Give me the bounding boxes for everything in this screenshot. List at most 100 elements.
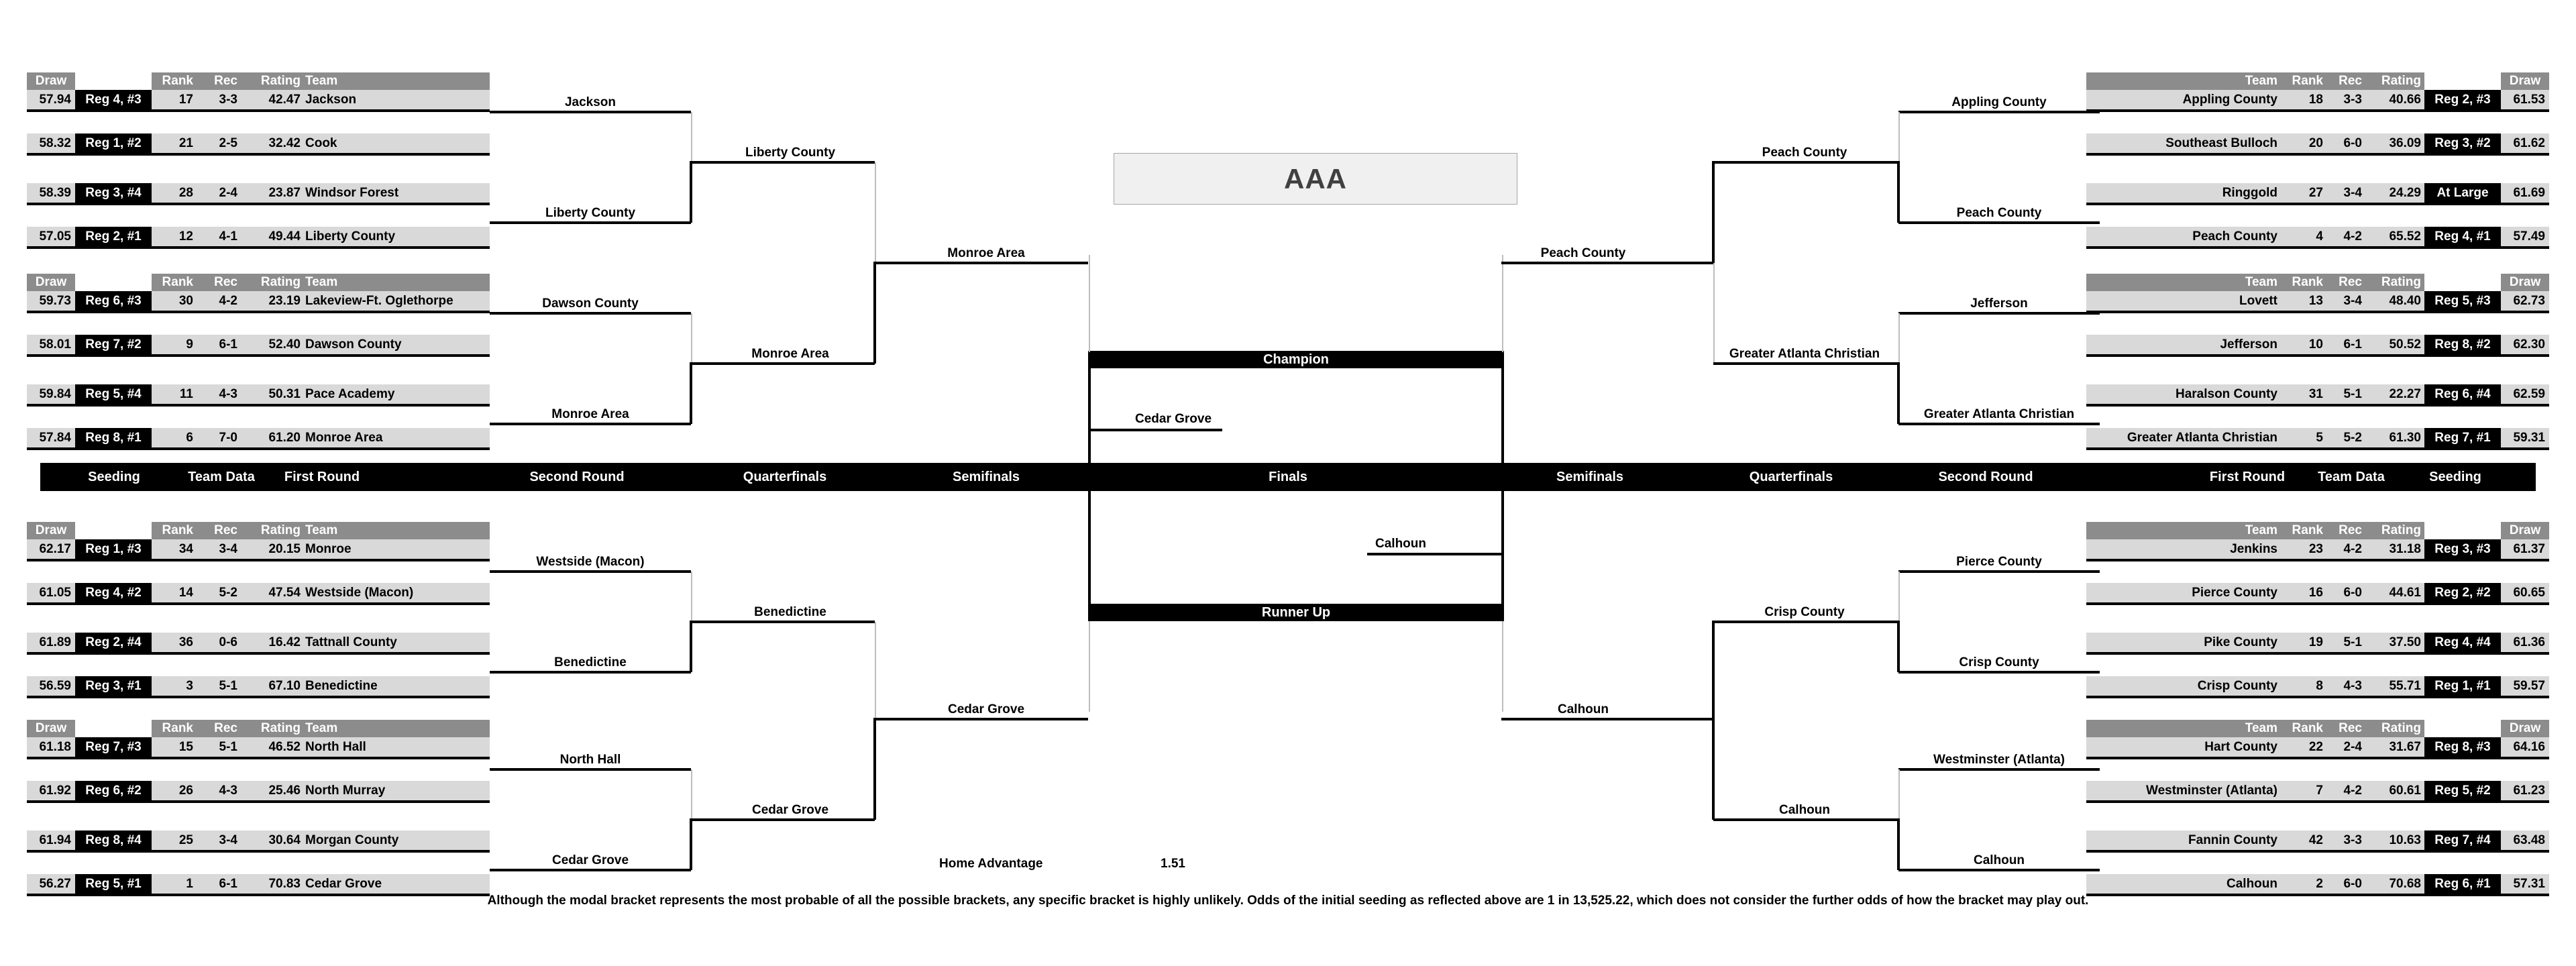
cell-rating: 31.18 bbox=[2389, 541, 2421, 556]
cell-rank: 31 bbox=[2308, 386, 2323, 401]
cell-rec: 4-2 bbox=[2343, 229, 2362, 244]
cell-rec: 4-3 bbox=[219, 386, 237, 401]
cell-rating: 25.46 bbox=[268, 783, 301, 798]
cell-seed: Reg 3, #2 bbox=[2424, 133, 2501, 153]
cell-seed: At Large bbox=[2424, 183, 2501, 203]
cell-seed: Reg 2, #4 bbox=[75, 633, 152, 652]
cell-rec: 0-6 bbox=[219, 635, 237, 649]
column-header-rank: Rank bbox=[2292, 275, 2323, 289]
left-r1-label-1: Jackson bbox=[564, 95, 616, 109]
cell-rating: 32.42 bbox=[268, 136, 301, 150]
left-r1-spine-1 bbox=[690, 161, 692, 223]
cell-rec: 3-3 bbox=[2343, 833, 2362, 847]
column-header-draw: Draw bbox=[2501, 720, 2549, 737]
cell-rec: 4-3 bbox=[219, 783, 237, 798]
column-header-draw: Draw bbox=[27, 522, 75, 539]
right-r2-line-2 bbox=[1713, 362, 1898, 365]
column-header-rec: Rec bbox=[2339, 74, 2362, 88]
cell-rec: 4-1 bbox=[219, 229, 237, 244]
left-r1-line-7 bbox=[490, 768, 691, 771]
column-header-rec: Rec bbox=[214, 523, 237, 537]
cell-rank: 19 bbox=[2308, 635, 2323, 649]
right-r2-line-3 bbox=[1713, 621, 1898, 623]
runner-up-bar: Runner Up bbox=[1088, 604, 1504, 621]
round-label-right-semifinals: Semifinals bbox=[1556, 470, 1624, 484]
cell-rank: 17 bbox=[178, 92, 193, 107]
cell-seed: Reg 1, #2 bbox=[75, 133, 152, 153]
cell-team: Haralson County bbox=[2175, 386, 2277, 401]
column-header-rating: Rating bbox=[260, 721, 301, 735]
cell-draw: 62.73 bbox=[2501, 291, 2549, 311]
left-r2-line-1 bbox=[690, 161, 875, 164]
column-header-seed bbox=[75, 522, 152, 539]
left-r1-spine-4 bbox=[690, 818, 692, 870]
cell-rating: 22.27 bbox=[2389, 386, 2421, 401]
cell-rec: 3-4 bbox=[2343, 185, 2362, 200]
cell-seed: Reg 1, #1 bbox=[2424, 676, 2501, 696]
cell-draw: 61.23 bbox=[2501, 781, 2549, 800]
column-header-draw: Draw bbox=[27, 274, 75, 291]
cell-rec: 6-0 bbox=[2343, 876, 2362, 891]
left-r2-label-2: Monroe Area bbox=[751, 347, 829, 361]
right-r3-label-1: Peach County bbox=[1540, 246, 1626, 260]
left-r1-spine-2 bbox=[690, 362, 692, 424]
cell-team: Monroe Area bbox=[305, 430, 383, 445]
right-r2-label-1: Peach County bbox=[1762, 146, 1847, 160]
cell-draw: 63.48 bbox=[2501, 830, 2549, 850]
cell-seed: Reg 3, #4 bbox=[75, 183, 152, 203]
left-r3-label-1: Monroe Area bbox=[947, 246, 1025, 260]
cell-rank: 22 bbox=[2308, 739, 2323, 754]
round-label-left-team-data: Team Data bbox=[188, 470, 255, 484]
cell-draw: 61.53 bbox=[2501, 90, 2549, 109]
cell-draw: 58.32 bbox=[27, 133, 75, 153]
cell-team: Monroe bbox=[305, 541, 352, 556]
column-header-seed bbox=[75, 72, 152, 90]
left-r3-line-2 bbox=[873, 718, 1088, 720]
column-header-team: Team bbox=[2245, 275, 2277, 289]
column-header-rank: Rank bbox=[162, 275, 193, 289]
left-r1-line-5 bbox=[490, 570, 691, 573]
cell-draw: 61.69 bbox=[2501, 183, 2549, 203]
left-r1-line-1 bbox=[490, 111, 691, 113]
column-header-seed bbox=[75, 274, 152, 291]
cell-team: Pike County bbox=[2204, 635, 2277, 649]
home-advantage-label: Home Advantage bbox=[939, 857, 1043, 871]
left-r2-label-3: Benedictine bbox=[754, 605, 826, 619]
cell-team: Dawson County bbox=[305, 337, 402, 352]
column-header-rating: Rating bbox=[260, 74, 301, 88]
cell-seed: Reg 7, #2 bbox=[75, 335, 152, 354]
